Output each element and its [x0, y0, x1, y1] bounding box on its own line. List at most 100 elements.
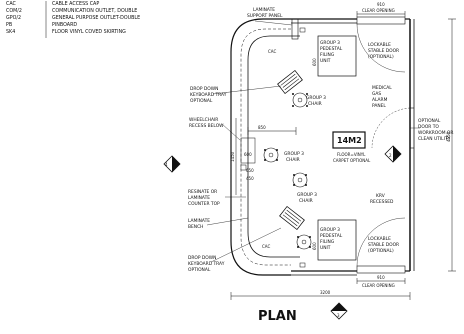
workstation-middle — [263, 147, 308, 188]
room-finish-1: FLOOR=VINYL — [337, 152, 366, 157]
outlet-bottom — [299, 262, 306, 268]
workstation-top — [277, 69, 308, 108]
section-marker-right: 2 — [384, 145, 402, 163]
marker-left-label: 4 — [165, 162, 168, 167]
dim-top-value: 910 — [377, 2, 385, 7]
label-chair-top-1: GROUP 3 — [306, 95, 326, 101]
leader-lines — [206, 20, 420, 263]
label-chair-mid-2: CHAIR — [286, 157, 300, 163]
dim-600-top: 600 — [312, 58, 317, 66]
outlet-top — [299, 27, 306, 33]
dimensions: 910 CLEAR OPENING 910 CLEAR OPENING 3200… — [230, 2, 456, 300]
legend-desc-gpo2: GENERAL PURPOSE OUTLET-DOUBLE — [52, 15, 140, 21]
room-area: 14M2 — [337, 136, 362, 145]
recess-outline — [240, 137, 256, 164]
legend-code-com2: COM/2 — [6, 8, 22, 14]
curved-bench — [230, 18, 300, 276]
label-cac-bottom: CAC — [262, 244, 270, 249]
label-chair-mid-1: GROUP 3 — [284, 151, 304, 157]
legend-desc-com2: COMMUNICATION OUTLET, DOUBLE — [52, 8, 137, 14]
label-wheelchair-2: RECESS BELOW — [189, 123, 224, 129]
leader-laminate-bench — [206, 217, 249, 226]
dim-4550: 4550 — [446, 131, 451, 142]
laminate-support-panel — [291, 18, 299, 40]
label-resinate-3: COUNTER TOP — [188, 201, 220, 207]
plan-title-group: PLAN — [258, 309, 297, 324]
bench-outer-edge — [230, 18, 291, 276]
label-chair-low-1: GROUP 3 — [297, 192, 317, 198]
dim-bottom-value: 910 — [377, 275, 385, 280]
dim-600-mid: 600 — [244, 152, 252, 157]
outlets — [240, 27, 306, 268]
label-lockable-top-1: LOCKABLE — [368, 42, 391, 48]
leader-laminate-support — [254, 20, 293, 26]
label-wheelchair-1: WHEELCHAIR — [189, 117, 218, 123]
label-optional-door-2: DOOR TO — [418, 124, 439, 130]
bench-front-edge — [247, 35, 300, 258]
label-lockable-top-3: (OPTIONAL) — [368, 54, 394, 60]
label-drop-down-bot-3: OPTIONAL — [188, 267, 211, 273]
label-chair-top-2: CHAIR — [308, 101, 322, 107]
label-medical-gas-2: GAS — [372, 91, 381, 97]
chair-bottom — [296, 234, 312, 250]
label-krv-1: KRV — [376, 193, 385, 199]
keyboard-tray-top — [277, 69, 303, 95]
wheelchair-recess — [230, 118, 297, 195]
dim-top-text: CLEAR OPENING — [362, 8, 395, 13]
right-door-swing — [371, 107, 411, 149]
label-laminate-bench-2: BENCH — [188, 224, 203, 230]
label-drop-down-bot-1: DROP DOWN — [188, 255, 216, 261]
legend-code-cac: CAC — [6, 1, 17, 7]
labels: LAMINATE SUPPORT PANEL CAC GROUP 3 PEDES… — [188, 7, 453, 273]
leader-wheelchair — [221, 123, 241, 141]
label-medical-gas-1: MEDICAL — [372, 85, 392, 91]
label-drop-down-bot-2: KEYBOARD TRAY — [188, 261, 225, 267]
label-medical-gas-4: PANEL — [372, 103, 386, 109]
label-laminate-support-2: SUPPORT PANEL — [247, 13, 283, 19]
chair-lower-middle — [292, 172, 308, 188]
label-optional-door-1: OPTIONAL — [418, 118, 441, 124]
chair-top — [292, 92, 308, 108]
dim-650: 650 — [246, 168, 254, 173]
bench-inner-dashed — [240, 28, 291, 266]
pedestal-unit-top — [317, 35, 357, 77]
room-tag: 14M2 FLOOR=VINYL CARPET OPTIONAL — [332, 131, 371, 163]
legend-code-sk4: SK4 — [6, 29, 15, 35]
label-krv-2: RECESSED — [370, 199, 394, 205]
legend-code-gpo2: GPO/2 — [6, 15, 21, 21]
label-laminate-support-1: LAMINATE — [253, 7, 275, 13]
legend-desc-sk4: FLOOR VINYL COVED SKIRTING — [52, 29, 126, 35]
label-lockable-top-2: STABLE DOOR — [368, 48, 399, 54]
room-finish-2: CARPET OPTIONAL — [333, 158, 371, 163]
legend-desc-cac: CABLE ACCESS CAP — [52, 1, 99, 7]
label-cac-top: CAC — [268, 49, 276, 54]
walls — [291, 18, 415, 276]
section-marker-bottom: 3 — [330, 302, 348, 320]
workstation-bottom — [279, 205, 312, 250]
label-ped-top-1: GROUP 3 — [320, 40, 340, 46]
outlet-left — [240, 164, 247, 171]
marker-right-label: 2 — [389, 153, 392, 158]
doors — [356, 16, 406, 274]
label-lockable-bot-2: STABLE DOOR — [368, 242, 399, 248]
label-lockable-bot-1: LOCKABLE — [368, 236, 391, 242]
dim-3200: 3200 — [320, 290, 331, 295]
label-ped-top-4: UNIT — [320, 58, 331, 64]
dim-450: 450 — [246, 176, 254, 181]
legend-desc-pb: PINBOARD — [52, 22, 77, 28]
dim-bottom-text: CLEAR OPENING — [362, 283, 395, 288]
label-ped-top-3: FILING — [320, 52, 335, 58]
label-drop-down-top-1: DROP DOWN — [190, 86, 218, 92]
label-laminate-bench-1: LAMINATE — [188, 218, 210, 224]
room-area-box — [332, 131, 366, 149]
label-medical-gas-3: ALARM — [372, 97, 388, 103]
dim-1450: 1450 — [230, 151, 235, 162]
door-bottom-leaf — [356, 265, 406, 274]
section-marker-left: 4 — [163, 155, 181, 173]
chair-middle — [263, 147, 279, 163]
label-lockable-bot-3: (OPTIONAL) — [368, 248, 394, 254]
label-ped-bot-1: GROUP 3 — [320, 227, 340, 233]
legend-code-pb: PB — [6, 22, 12, 28]
